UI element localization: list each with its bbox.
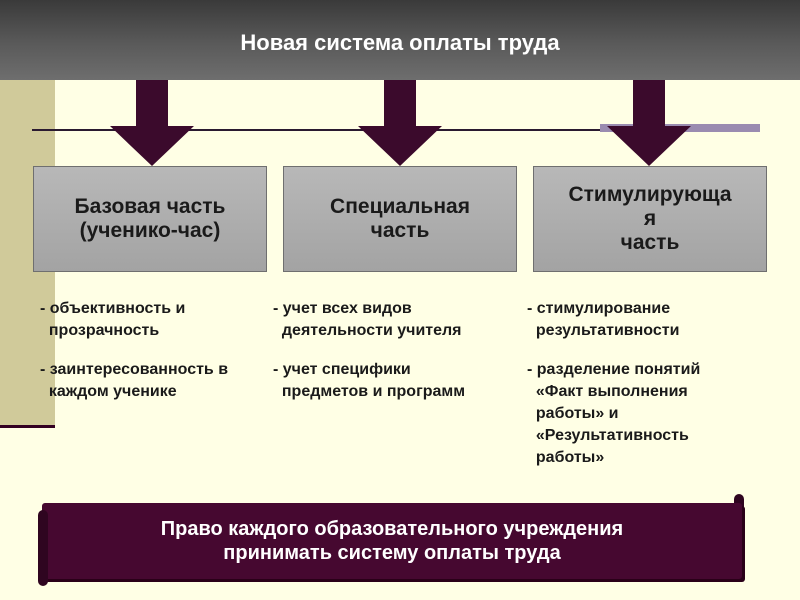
banner-scroll-end-left xyxy=(38,510,48,586)
side-divider xyxy=(0,425,55,428)
banner-line-1: Право каждого образовательного учреждени… xyxy=(160,518,624,540)
special-part-title-line-2: часть xyxy=(370,219,430,242)
base-item-objectivity: - объективность и прозрачность xyxy=(40,300,186,339)
banner-line-2: принимать систему оплаты труда xyxy=(223,542,561,564)
special-part-box: Специальная часть xyxy=(283,166,517,272)
base-part-box: Базовая часть (ученико-час) xyxy=(33,166,267,272)
incentive-part-title-line-2: я xyxy=(643,207,657,230)
page-title: Новая система оплаты труда xyxy=(0,0,800,80)
rights-banner: Право каждого образовательного учреждени… xyxy=(42,503,742,579)
special-item-activities: - учет всех видов деятельности учителя xyxy=(273,300,462,339)
incentive-item-distinction: - разделение понятий «Факт выполнения ра… xyxy=(527,361,701,466)
base-item-interest: - заинтересованность в каждом ученике xyxy=(40,361,229,400)
incentive-item-stimulation: - стимулирование результативности xyxy=(527,300,680,339)
base-part-title-line-1: Базовая часть xyxy=(74,195,226,218)
down-arrow-2 xyxy=(358,80,442,166)
special-item-subjects: - учет специфики предметов и программ xyxy=(273,361,466,400)
base-part-title-line-2: (ученико-час) xyxy=(79,219,221,242)
incentive-part-title-line-1: Стимулирующа xyxy=(568,183,732,206)
down-arrow-3 xyxy=(607,80,691,166)
incentive-part-title-line-3: часть xyxy=(620,231,680,254)
down-arrow-1 xyxy=(110,80,194,166)
incentive-part-box: Стимулирующа я часть xyxy=(533,166,767,272)
special-part-title-line-1: Специальная xyxy=(330,195,470,218)
